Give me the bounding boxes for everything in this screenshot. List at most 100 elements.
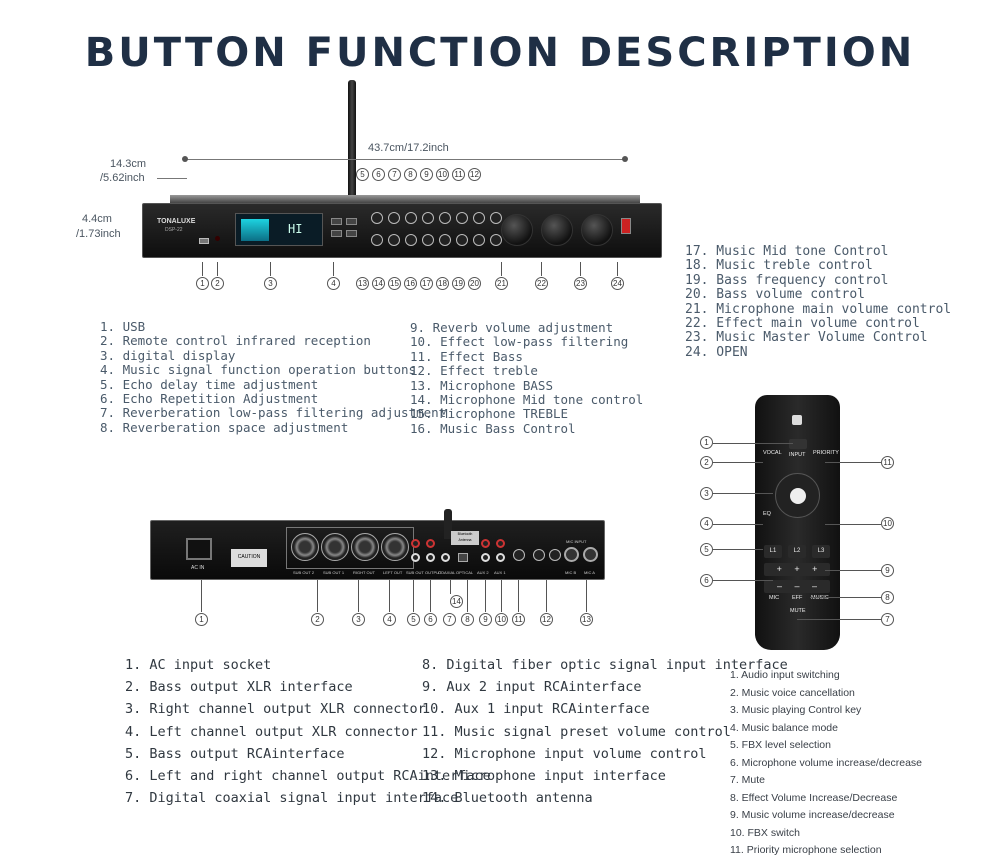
list-item: 21. Microphone main volume control — [685, 301, 952, 317]
optical-port — [458, 553, 468, 562]
reverb-lpf-knob[interactable] — [405, 212, 417, 224]
antenna — [348, 80, 356, 195]
effect-master-knob[interactable] — [541, 214, 573, 246]
callout: 2 — [211, 277, 224, 290]
mic-treble-knob[interactable] — [405, 234, 417, 246]
function-button[interactable] — [346, 230, 357, 237]
callout: 5 — [407, 613, 420, 626]
right-out-label: RIGHT OUT — [353, 570, 375, 575]
list-item: 7. Mute — [730, 774, 766, 786]
mic-input-label: MIC INPUT — [566, 539, 587, 544]
aux1-rca — [496, 539, 505, 548]
eq-key-label: EQ — [763, 511, 771, 517]
callout: 21 — [495, 277, 508, 290]
input-button[interactable] — [789, 439, 807, 449]
left-out-label: LEFT OUT — [383, 570, 403, 575]
callout: 13 — [356, 277, 369, 290]
page-title: BUTTON FUNCTION DESCRIPTION — [84, 30, 916, 76]
callout: 14 — [372, 277, 385, 290]
aux2-rca — [481, 539, 490, 548]
volume-minus-row[interactable]: – – – — [764, 580, 830, 593]
effect-treble-knob[interactable] — [490, 212, 502, 224]
ir-receiver — [215, 236, 220, 241]
mic-a-knob[interactable] — [549, 549, 561, 561]
mic-b-knob[interactable] — [533, 549, 545, 561]
front-list-a: 1. USB 2. Remote control infrared recept… — [100, 319, 447, 435]
function-button[interactable] — [331, 230, 342, 237]
l3-button[interactable]: L3 — [812, 545, 830, 558]
list-item: 4. Music balance mode — [730, 721, 838, 734]
function-button[interactable] — [346, 218, 357, 225]
music-mid-knob[interactable] — [439, 234, 451, 246]
rear-list-b: 8. Digital fiber optic signal input inte… — [422, 654, 788, 809]
music-master-knob[interactable] — [581, 214, 613, 246]
l1-button[interactable]: L1 — [764, 545, 782, 558]
sub-out-label: SUB OUT — [406, 570, 424, 575]
front-list-c: 17. Music Mid tone Control 18. Music tre… — [685, 244, 952, 360]
usb-port[interactable] — [199, 238, 209, 244]
reverb-space-knob[interactable] — [422, 212, 434, 224]
rear-panel: AC IN CAUTION SUB OUT 2 SUB OUT 1 RIGHT … — [150, 509, 605, 580]
list-item: 1. Audio input switching — [730, 669, 840, 681]
list-item: 7. Reverberation low-pass filtering adju… — [100, 405, 447, 421]
l2-button[interactable]: L2 — [788, 545, 806, 558]
effect-bass-knob[interactable] — [473, 212, 485, 224]
callout: 14 — [450, 595, 463, 608]
mic-a-jack — [583, 547, 598, 562]
list-item: 4. Left channel output XLR connector — [125, 723, 418, 740]
rear-list-a: 1. AC input socket 2. Bass output XLR in… — [125, 654, 491, 809]
volume-plus-row[interactable]: + + + — [764, 563, 830, 576]
mic-master-knob[interactable] — [501, 214, 533, 246]
callout: 11 — [881, 456, 894, 469]
list-item: 2. Music voice cancellation — [730, 686, 855, 699]
list-item: 1. AC input socket — [125, 657, 272, 673]
list-item: 19. Bass frequency control — [685, 272, 889, 288]
list-item: 13. Microphone BASS — [410, 377, 553, 393]
list-item: 8. Effect Volume Increase/Decrease — [730, 791, 898, 804]
music-treble-knob[interactable] — [456, 234, 468, 246]
sub-out-1-label: SUB OUT 1 — [323, 570, 345, 575]
list-item: 18. Music treble control — [685, 258, 873, 274]
callout: 8 — [461, 613, 474, 626]
vocal-key-label: VOCAL — [763, 450, 782, 456]
bass-volume-knob[interactable] — [490, 234, 502, 246]
mic-b-jack — [564, 547, 579, 562]
width-label: 43.7cm/17.2inch — [368, 142, 449, 154]
callout: 2 — [700, 456, 713, 469]
brand-label: TONALUXE — [157, 218, 196, 225]
callout: 1 — [700, 436, 713, 449]
power-switch[interactable] — [621, 218, 631, 234]
mic-bass-knob[interactable] — [371, 234, 383, 246]
list-item: 5. Echo delay time adjustment — [100, 376, 319, 392]
optical-label: OPTICAL — [456, 570, 474, 575]
callout: 8 — [404, 168, 417, 181]
function-button[interactable] — [331, 218, 342, 225]
music-bass-knob[interactable] — [422, 234, 434, 246]
bass-freq-knob[interactable] — [473, 234, 485, 246]
reverb-volume-knob[interactable] — [439, 212, 451, 224]
callout: 10 — [436, 168, 449, 181]
sub-out-2-xlr — [291, 533, 319, 561]
play-pause-button[interactable] — [775, 473, 820, 518]
sub-rca — [411, 539, 420, 548]
list-item: 3. Music playing Control key — [730, 704, 862, 716]
depth-in: /5.62inch — [100, 172, 145, 184]
list-item: 17. Music Mid tone Control — [685, 244, 889, 259]
echo-repeat-knob[interactable] — [388, 212, 400, 224]
music-preset-knob[interactable] — [513, 549, 525, 561]
callout: 10 — [881, 517, 894, 530]
coaxial-rca — [441, 553, 450, 562]
echo-delay-knob[interactable] — [371, 212, 383, 224]
front-list-b: 9. Reverb volume adjustment 10. Effect l… — [410, 320, 644, 436]
list-item: 22. Effect main volume control — [685, 316, 920, 332]
list-item: 6. Echo Repetition Adjustment — [100, 391, 319, 407]
list-item: 2. Bass output XLR interface — [125, 679, 353, 696]
mic-mid-knob[interactable] — [388, 234, 400, 246]
callout: 13 — [580, 613, 593, 626]
effect-lpf-knob[interactable] — [456, 212, 468, 224]
list-item: 14. Microphone Mid tone control — [410, 392, 644, 408]
list-item: 9. Aux 2 input RCAinterface — [422, 679, 642, 696]
list-item: 2. Remote control infrared reception — [100, 333, 371, 349]
sub-out-2-label: SUB OUT 2 — [293, 570, 315, 575]
list-item: 5. Bass output RCAinterface — [125, 745, 345, 762]
